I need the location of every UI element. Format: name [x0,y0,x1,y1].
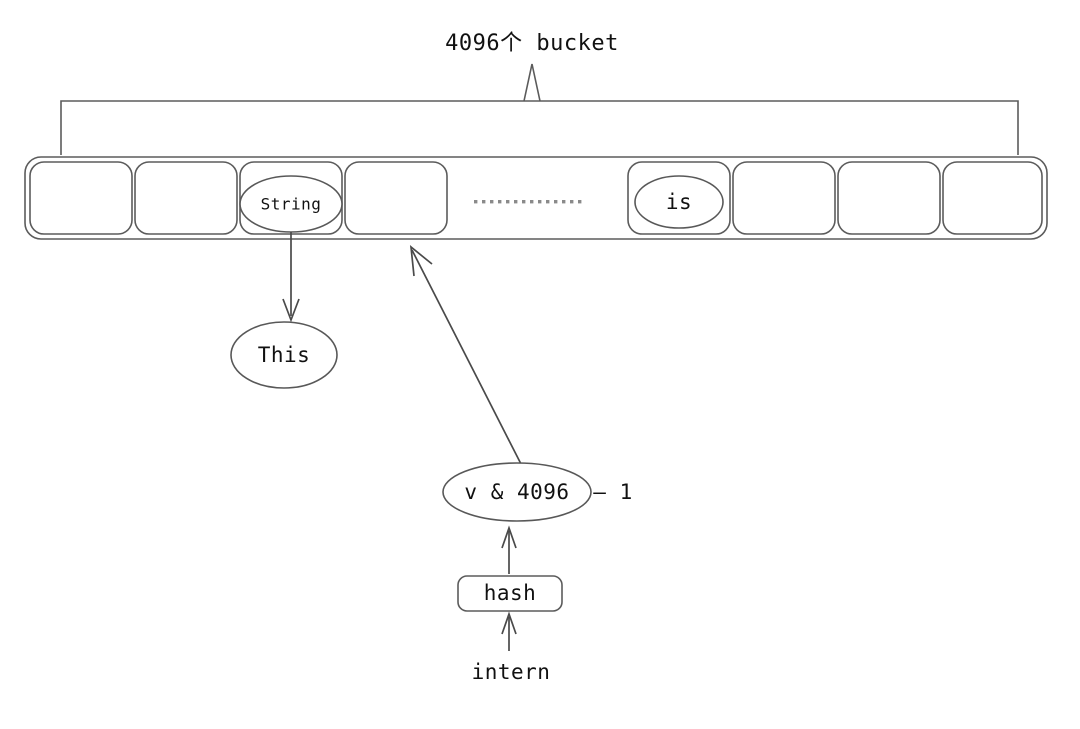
node-index-expression[interactable]: v & 4096 – 1 [442,462,633,522]
bucket-span-bracket [60,63,1019,155]
bucket-cell-3[interactable] [344,161,448,235]
bucket-entry-string[interactable]: String [239,175,343,233]
bucket-entry-is[interactable]: is [634,175,724,229]
bucket-cell-6[interactable] [837,161,941,235]
bucket-ellipsis [474,200,582,204]
bucket-cell-0[interactable] [29,161,133,235]
arrow-string-to-this [282,232,300,323]
node-this-label: This [258,343,311,367]
node-hash-box[interactable]: hash [457,575,563,612]
bucket-cell-1[interactable] [134,161,238,235]
bucket-entry-string-label: String [261,195,322,214]
arrow-intern-to-hash [501,611,517,651]
node-index-expression-label: v & 4096 [464,480,569,504]
node-index-expression-suffix: – 1 [593,480,632,504]
bucket-cell-7[interactable] [942,161,1043,235]
bucket-cell-5[interactable] [732,161,836,235]
node-hash-label: hash [484,581,537,605]
arrow-hash-to-index [501,525,517,574]
diagram-title: 4096个 bucket [445,31,619,56]
node-intern-label: intern [472,660,551,684]
arrow-index-to-bucket [409,245,522,465]
bucket-entry-is-label: is [666,190,692,214]
node-this[interactable]: This [230,321,338,389]
